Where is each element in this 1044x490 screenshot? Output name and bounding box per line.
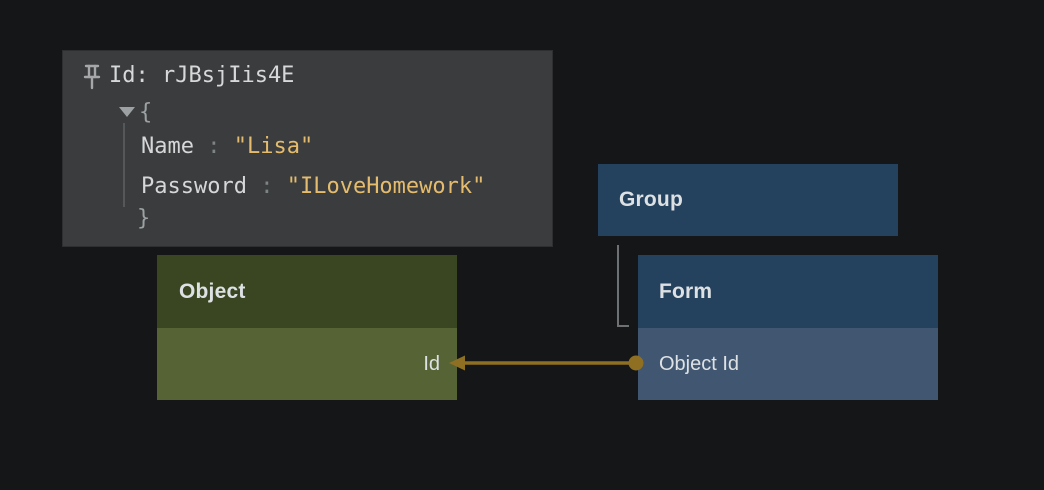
node-form-title[interactable]: Form [638, 255, 938, 328]
pinned-value-tooltip: Id: rJBsjIis4E { Name : "Lisa" Password … [62, 50, 553, 247]
tooltip-title: Id: rJBsjIis4E [109, 63, 295, 88]
node-object-field-id[interactable]: Id [157, 328, 457, 400]
json-key: Name [141, 134, 194, 159]
json-colon: : [246, 174, 287, 199]
json-value: "ILoveHomework" [286, 174, 486, 199]
pin-icon[interactable] [83, 63, 101, 91]
json-entry-password: Password : "ILoveHomework" [141, 174, 485, 200]
json-value: "Lisa" [233, 134, 314, 159]
group-form-connector [617, 245, 629, 327]
indent-guide [123, 123, 125, 207]
node-form-field-object-id[interactable]: Object Id [638, 328, 938, 400]
triangle-down-icon[interactable] [118, 106, 136, 118]
node-object[interactable]: Object Id [157, 255, 457, 400]
json-colon: : [193, 134, 234, 159]
node-group-title[interactable]: Group [619, 188, 683, 211]
node-group[interactable]: Group [598, 164, 898, 236]
node-form[interactable]: Form Object Id [638, 255, 938, 400]
json-key: Password [141, 174, 247, 199]
json-close-brace: } [137, 206, 151, 231]
reference-link[interactable] [449, 355, 644, 371]
node-object-title[interactable]: Object [157, 255, 457, 328]
json-entry-name: Name : "Lisa" [141, 134, 313, 160]
json-open-brace: { [139, 100, 153, 125]
